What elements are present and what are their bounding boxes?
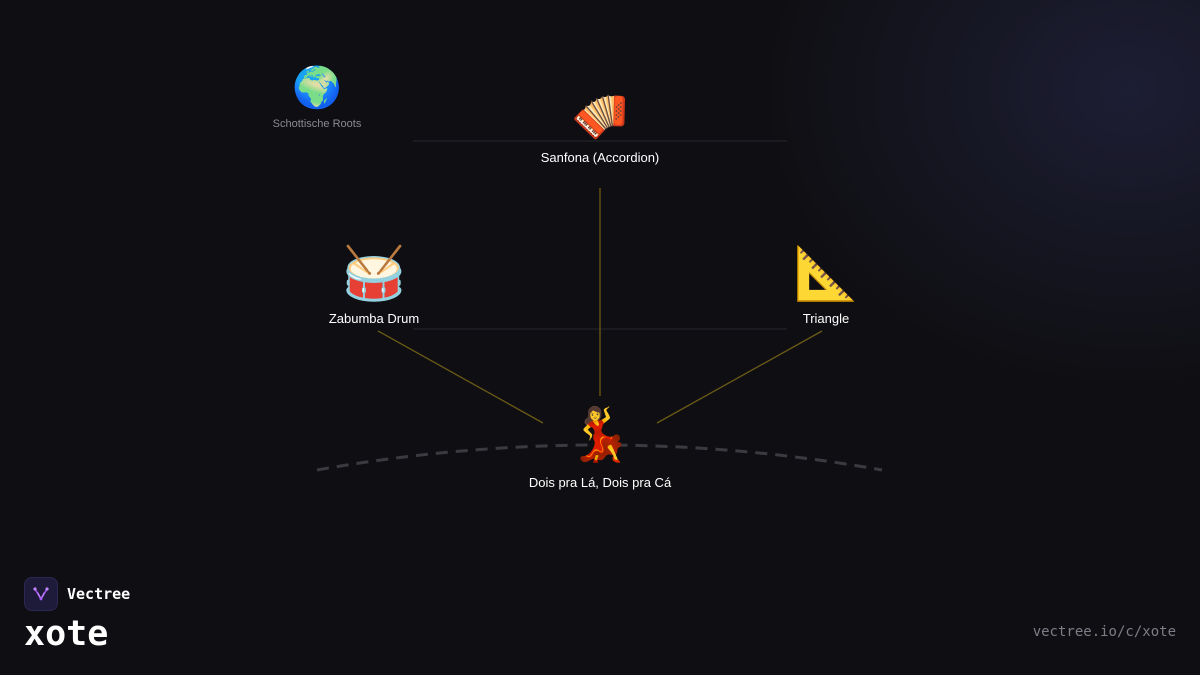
node-sanfona[interactable]: 🪗 Sanfona (Accordion) xyxy=(541,92,660,165)
brand-title: xote xyxy=(24,614,109,654)
drum-icon: 🥁 xyxy=(341,244,407,304)
page-url[interactable]: vectree.io/c/xote xyxy=(1032,624,1176,640)
node-dois-pra-la[interactable]: 💃 Dois pra Lá, Dois pra Cá xyxy=(529,409,671,490)
vectree-logo-icon xyxy=(24,577,58,611)
brand-block: Vectree xote xyxy=(24,577,130,654)
node-label-schottische-roots: Schottische Roots xyxy=(272,118,362,130)
node-label-triangle: Triangle xyxy=(802,311,850,326)
accordion-icon: 🪗 xyxy=(571,88,629,142)
dashed-arc xyxy=(316,443,883,472)
node-label-dois-pra-la: Dois pra Lá, Dois pra Cá xyxy=(528,475,672,490)
dancer-icon: 💃 xyxy=(567,405,633,465)
link-triangle-dance xyxy=(656,330,823,424)
brand-name: Vectree xyxy=(67,585,131,603)
node-label-sanfona: Sanfona (Accordion) xyxy=(540,150,660,165)
triangular-ruler-icon: 📐 xyxy=(793,244,859,304)
node-triangle[interactable]: 📐 Triangle xyxy=(794,248,859,326)
node-label-zabumba: Zabumba Drum xyxy=(328,311,420,326)
node-schottische-roots[interactable]: 🌍 Schottische Roots xyxy=(273,68,362,130)
globe-icon: 🌍 xyxy=(292,65,342,111)
link-zabumba-dance xyxy=(377,330,544,424)
node-zabumba[interactable]: 🥁 Zabumba Drum xyxy=(329,248,419,326)
